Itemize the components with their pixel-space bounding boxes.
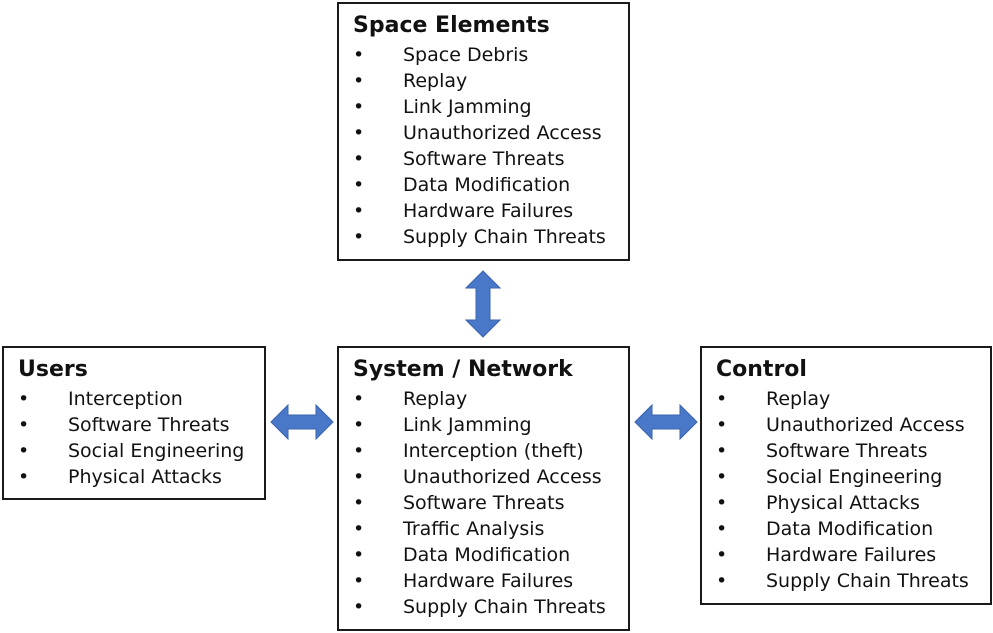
- list-item: Space Debris: [353, 42, 618, 68]
- list-item: Social Engineering: [716, 464, 980, 490]
- list-item: Hardware Failures: [353, 198, 618, 224]
- list-item: Interception (theft): [353, 438, 618, 464]
- list-item: Replay: [353, 68, 618, 94]
- list-item: Social Engineering: [18, 438, 254, 464]
- list-item: Data Modification: [353, 542, 618, 568]
- users-list: Interception Software Threats Social Eng…: [18, 386, 254, 490]
- list-item: Supply Chain Threats: [353, 594, 618, 620]
- list-item: Supply Chain Threats: [353, 224, 618, 250]
- list-item: Traffic Analysis: [353, 516, 618, 542]
- control-box: Control Replay Unauthorized Access Softw…: [700, 346, 992, 605]
- users-title: Users: [18, 357, 88, 382]
- list-item: Physical Attacks: [18, 464, 254, 490]
- list-item: Physical Attacks: [716, 490, 980, 516]
- list-item: Unauthorized Access: [353, 120, 618, 146]
- list-item: Software Threats: [353, 490, 618, 516]
- control-title: Control: [716, 357, 807, 382]
- control-list: Replay Unauthorized Access Software Thre…: [716, 386, 980, 594]
- list-item: Software Threats: [353, 146, 618, 172]
- space-elements-list: Space Debris Replay Link Jamming Unautho…: [353, 42, 618, 250]
- list-item: Link Jamming: [353, 412, 618, 438]
- list-item: Supply Chain Threats: [716, 568, 980, 594]
- list-item: Interception: [18, 386, 254, 412]
- list-item: Data Modification: [353, 172, 618, 198]
- list-item: Unauthorized Access: [716, 412, 980, 438]
- list-item: Link Jamming: [353, 94, 618, 120]
- list-item: Software Threats: [716, 438, 980, 464]
- double-arrow-horizontal-icon: [634, 404, 698, 440]
- list-item: Data Modification: [716, 516, 980, 542]
- list-item: Hardware Failures: [353, 568, 618, 594]
- double-arrow-vertical-icon: [465, 270, 501, 338]
- system-network-box: System / Network Replay Link Jamming Int…: [337, 346, 630, 631]
- space-elements-title: Space Elements: [353, 13, 550, 38]
- list-item: Unauthorized Access: [353, 464, 618, 490]
- list-item: Replay: [716, 386, 980, 412]
- system-network-title: System / Network: [353, 357, 573, 382]
- double-arrow-horizontal-icon: [270, 404, 334, 440]
- space-elements-box: Space Elements Space Debris Replay Link …: [337, 2, 630, 261]
- system-network-list: Replay Link Jamming Interception (theft)…: [353, 386, 618, 620]
- list-item: Replay: [353, 386, 618, 412]
- list-item: Software Threats: [18, 412, 254, 438]
- list-item: Hardware Failures: [716, 542, 980, 568]
- users-box: Users Interception Software Threats Soci…: [2, 346, 266, 500]
